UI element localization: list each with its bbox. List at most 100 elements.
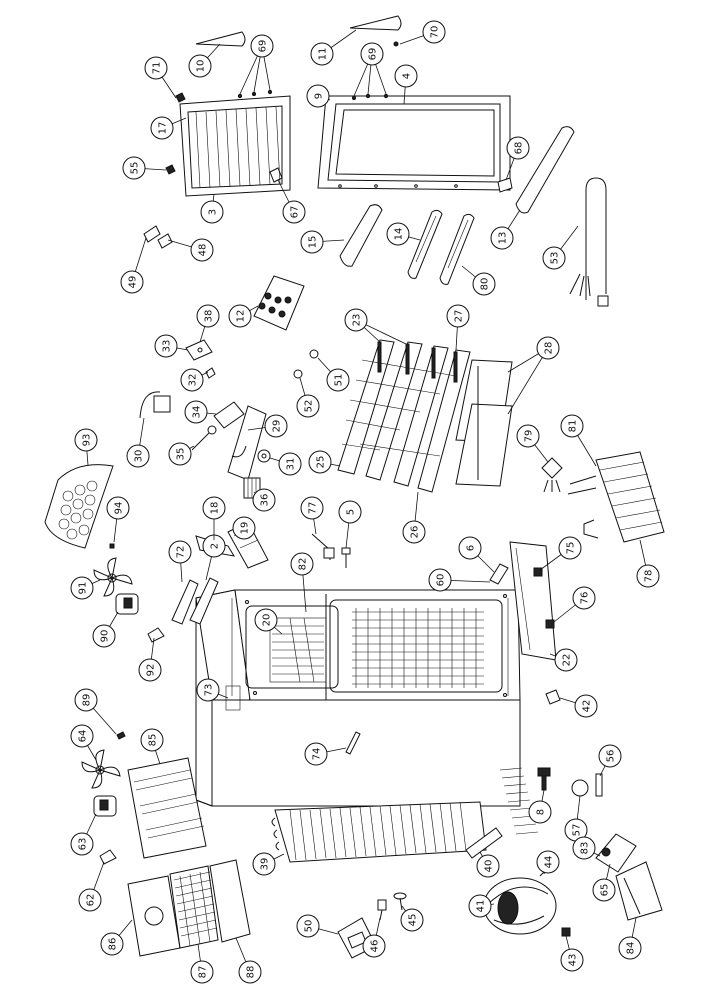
fan-motor-90: [115, 593, 139, 615]
callout-circle: [232, 516, 256, 540]
callout-circle: [254, 608, 278, 632]
callout-label: 18: [210, 502, 221, 515]
callout-label: 87: [198, 966, 209, 979]
callout-label: 41: [476, 900, 487, 913]
callout-86: 86: [100, 919, 133, 956]
callout-circle: [618, 936, 642, 960]
callout-circle: [252, 488, 276, 512]
callout-circle: [70, 832, 94, 856]
callout-94: 94: [106, 496, 130, 543]
callout-circle: [338, 500, 362, 524]
callout-23: 23: [344, 308, 407, 345]
callout-label: 48: [198, 244, 209, 257]
callout-circle: [106, 496, 130, 520]
callout-circle: [574, 694, 598, 718]
callout-42: 42: [559, 694, 598, 718]
callout-label: 68: [514, 142, 525, 155]
shelf-80: [439, 213, 475, 285]
callout-81: 81: [560, 414, 597, 467]
part-42: [545, 689, 561, 705]
callout-circle: [252, 852, 276, 876]
callout-circle: [360, 42, 384, 66]
callout-15: 15: [300, 230, 345, 254]
callout-label: 93: [82, 434, 93, 447]
part-34: [213, 401, 245, 429]
callout-circle: [476, 854, 500, 878]
callout-10: 10: [188, 43, 221, 78]
callout-label: 3: [208, 209, 219, 215]
callout-circle: [264, 414, 288, 438]
callout-73: 73: [196, 678, 229, 702]
handle-74: [345, 731, 361, 755]
callout-circle: [188, 54, 212, 78]
callout-label: 8: [536, 809, 547, 815]
callout-label: 31: [286, 458, 297, 471]
callout-83: 83: [572, 836, 601, 860]
panel-88: [209, 859, 251, 943]
callout-56: 56: [598, 744, 622, 777]
callout-label: 63: [78, 838, 89, 851]
callout-label: 88: [246, 966, 257, 979]
callout-label: 4: [402, 73, 413, 79]
callout-circle: [472, 272, 496, 296]
callout-label: 71: [152, 62, 163, 75]
callout-13: 13: [490, 209, 521, 250]
callout-label: 89: [82, 694, 93, 707]
callout-circle: [282, 200, 306, 224]
callout-27: 27: [446, 304, 470, 351]
callout-label: 9: [314, 93, 325, 99]
callout-48: 48: [167, 238, 214, 262]
trim-10: [195, 31, 246, 47]
callout-82: 82: [290, 552, 314, 613]
callout-label: 49: [128, 276, 139, 289]
callout-78: 78: [636, 539, 660, 588]
callout-label: 45: [408, 914, 419, 927]
callout-label: 44: [544, 856, 555, 869]
callout-circle: [516, 424, 540, 448]
callout-circle: [296, 394, 320, 418]
callout-51: 51: [317, 357, 350, 392]
callout-label: 90: [100, 630, 111, 643]
callout-circle: [126, 444, 150, 468]
callout-label: 33: [162, 340, 173, 353]
filter-87: [169, 865, 219, 949]
callout-88: 88: [235, 937, 262, 984]
part-75: [533, 567, 543, 577]
callout-circle: [560, 414, 584, 438]
callout-18: 18: [202, 496, 226, 540]
callout-49: 49: [120, 237, 147, 294]
callout-label: 13: [498, 232, 509, 245]
callout-circle: [386, 222, 410, 246]
callout-circle: [592, 878, 616, 902]
callout-label: 23: [352, 314, 363, 327]
callout-circle: [196, 678, 220, 702]
callout-12: 12: [228, 304, 259, 328]
callout-32: 32: [180, 368, 209, 392]
callout-circle: [468, 894, 492, 918]
part-48: [157, 233, 173, 249]
callout-circle: [310, 42, 334, 66]
fan-shroud: [44, 464, 114, 549]
callout-39: 39: [252, 852, 285, 876]
callout-circle: [122, 156, 146, 180]
crisper-drawers: [455, 359, 513, 487]
callout-29: 29: [247, 414, 288, 438]
callout-8: 8: [528, 789, 552, 824]
callout-label: 25: [316, 456, 327, 469]
callout-circle: [572, 586, 596, 610]
callout-5: 5: [338, 500, 362, 549]
callout-circle: [138, 658, 162, 682]
callout-label: 36: [260, 494, 271, 507]
compressor-41: [483, 877, 557, 935]
callout-label: 70: [430, 26, 441, 39]
callout-circle: [168, 540, 192, 564]
part-76: [545, 619, 555, 629]
callout-91: 91: [70, 576, 101, 600]
callout-36: 36: [252, 488, 276, 512]
callout-circle: [326, 368, 350, 392]
callout-33: 33: [154, 334, 189, 358]
callout-label: 20: [262, 614, 273, 627]
callout-52: 52: [296, 377, 320, 418]
trim-11: [349, 15, 402, 47]
callout-68: 68: [505, 136, 530, 181]
